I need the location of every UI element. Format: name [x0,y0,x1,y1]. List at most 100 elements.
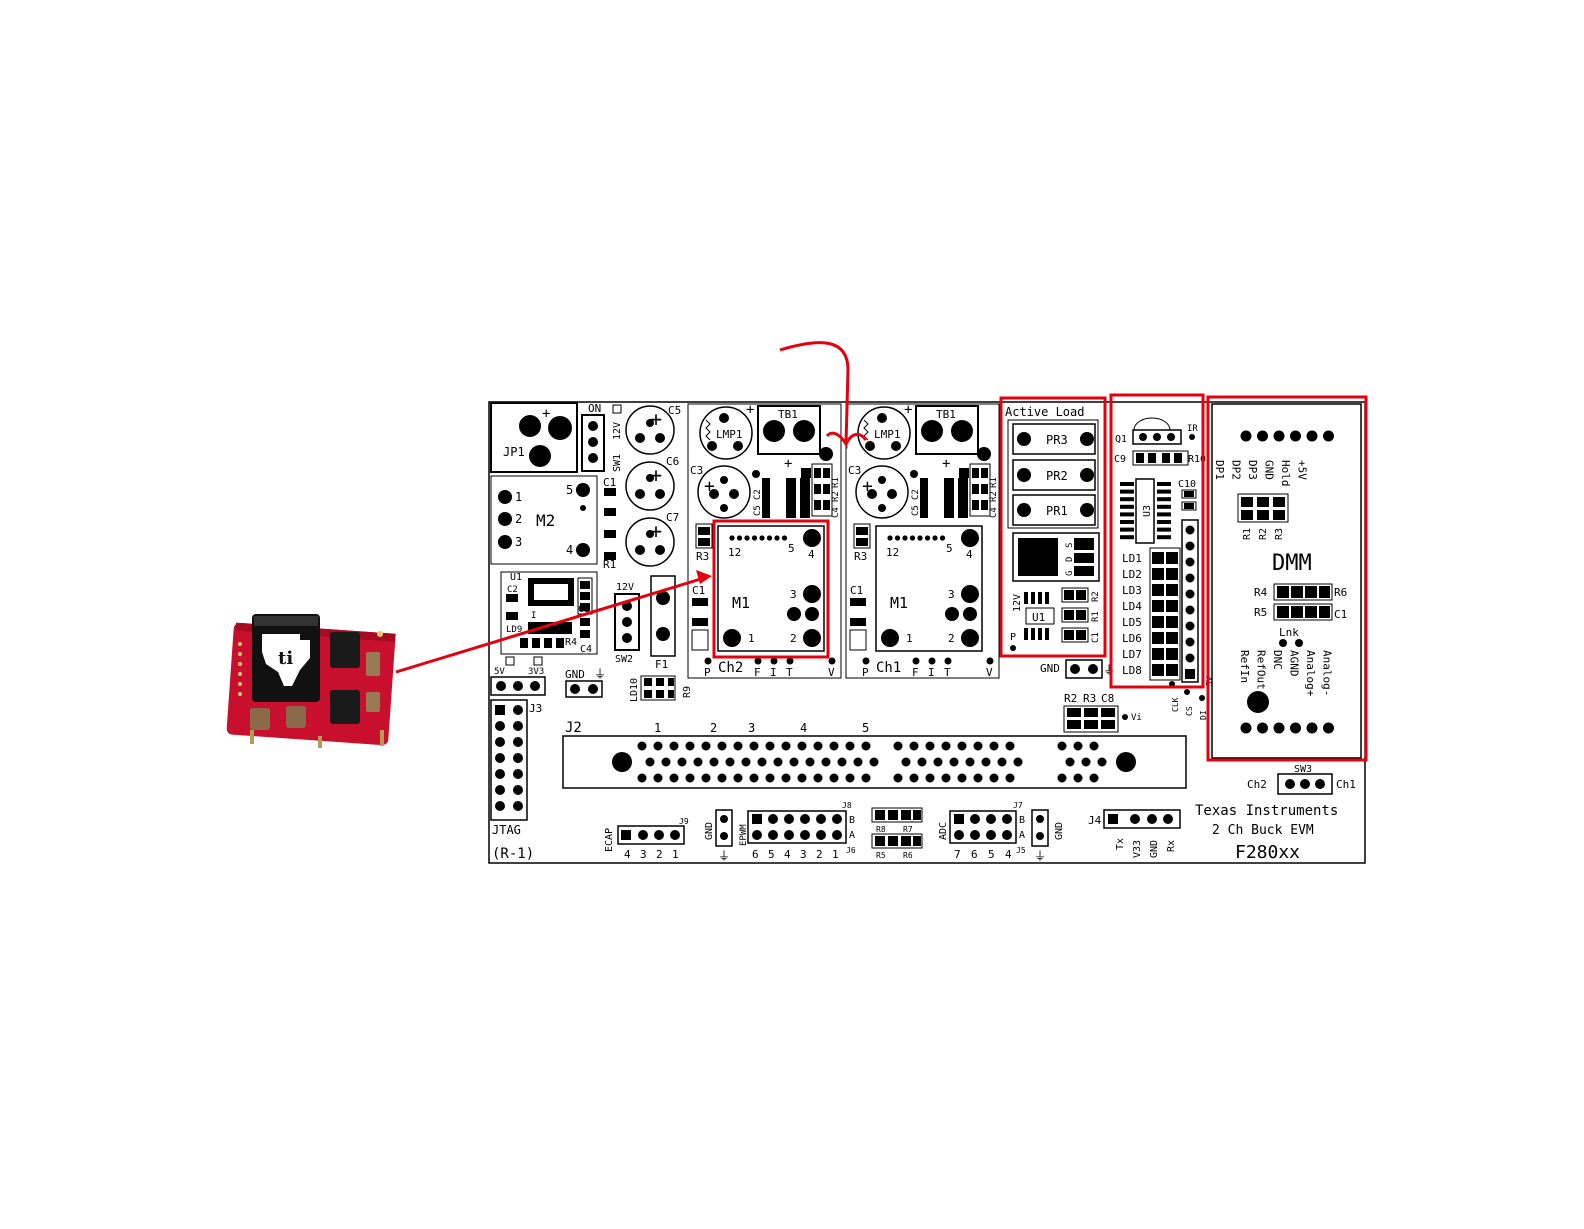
svg-text:+: + [784,456,792,472]
svg-text:C7: C7 [666,511,679,524]
dmm-top-pin-label: DP2 [1230,460,1243,480]
svg-text:I: I [928,666,935,679]
gnd-header-right: GND ⏚ [1040,659,1115,679]
svg-text:2: 2 [948,632,955,645]
svg-text:C5: C5 [668,404,681,417]
arrow-module-to-m1 [395,576,705,674]
svg-text:LMP1: LMP1 [874,428,901,441]
svg-text:ti: ti [278,648,293,669]
power-header: 5V 3V3 [490,656,546,696]
highlight-ch2-module [712,519,830,659]
svg-text:TB1: TB1 [936,408,956,421]
svg-text:J3: J3 [529,702,542,715]
svg-text:I: I [770,666,777,679]
svg-text:P: P [704,666,711,679]
svg-text:CS: CS [1185,706,1194,716]
epwm-pin-number: 1 [832,848,839,861]
dmm-top-pin-label: Hold [1279,460,1292,487]
svg-text:R3: R3 [696,550,709,563]
svg-text:J2: J2 [565,720,582,736]
svg-text:C3: C3 [848,464,861,477]
svg-text:V: V [828,666,835,679]
svg-text:⏚: ⏚ [1034,849,1046,863]
svg-text:3: 3 [515,535,522,549]
epwm-pin-number: 3 [800,848,807,861]
svg-text:J9: J9 [679,817,689,826]
svg-text:C1: C1 [603,476,616,489]
svg-text:B: B [1019,815,1025,826]
svg-text:R3: R3 [1083,692,1096,705]
svg-text:JP1: JP1 [503,445,525,459]
svg-text:4: 4 [808,548,815,561]
led-label: LD6 [1122,632,1142,645]
sw3: SW3 Ch2 Ch1 [1247,764,1356,795]
svg-text:T: T [786,666,793,679]
svg-text:3: 3 [790,588,797,601]
svg-text:M1: M1 [890,594,908,612]
svg-text:Ch2: Ch2 [1247,778,1267,791]
led-u3-block: Q1 IR C9 R10 U3 C10 LD1LD2LD3LD4LD5LD6LD… [1114,417,1214,720]
sw1: ON 12V SW1 [581,402,623,472]
svg-text:⏚: ⏚ [594,667,606,681]
adc-pin-number: 7 [954,848,961,861]
svg-text:R4: R4 [1254,586,1268,599]
dmm-bottom-pin-label: Analog- [1321,650,1334,696]
svg-text:Ch1: Ch1 [1336,778,1356,791]
brand-name: Texas Instruments [1195,803,1338,819]
svg-text:5: 5 [566,483,573,497]
product-name: 2 Ch Buck EVM [1212,823,1314,838]
arrow-heads [696,570,712,584]
svg-text:C4: C4 [580,644,592,655]
svg-text:B: B [849,815,855,826]
led-label: LD8 [1122,664,1142,677]
svg-text:C9: C9 [1114,454,1126,465]
svg-text:SW1: SW1 [612,454,623,472]
svg-text:U1: U1 [1032,611,1045,624]
adc-pin-number: 4 [1005,848,1012,861]
module-photo: ti [226,614,396,748]
j2-pin-number: 2 [710,721,717,735]
svg-text:C4: C4 [831,507,841,518]
svg-text:C5: C5 [911,505,921,516]
svg-text:+: + [704,476,715,497]
gnd-ld10-r9: GND ⏚ LD10 R9 [565,667,693,702]
svg-text:Rx: Rx [1166,840,1177,852]
adc-pin-number: 6 [971,848,978,861]
svg-text:U3: U3 [1142,505,1153,517]
dmm-bottom-pin-label: Analog+ [1304,650,1317,697]
r2-r3-c8: R2 R3 C8 Vi [1063,692,1142,733]
led-label: LD7 [1122,648,1142,661]
svg-text:1: 1 [515,490,522,504]
svg-text:C8: C8 [1101,692,1114,705]
svg-text:PR3: PR3 [1046,433,1068,447]
svg-text:LD9: LD9 [506,625,522,635]
ecap-pin-number: 4 [624,848,631,861]
svg-text:2: 2 [515,512,522,526]
svg-text:R2: R2 [1258,528,1269,540]
svg-text:5V: 5V [494,667,505,677]
highlight-boxes [712,393,1368,762]
svg-text:DI: DI [1199,710,1208,720]
svg-text:C1: C1 [1334,608,1347,621]
dmm-top-pin-label: +5V [1296,460,1309,480]
svg-text:ON: ON [588,402,601,415]
svg-text:GND: GND [1040,662,1060,675]
dmm-top-pin-label: GND [1263,460,1276,480]
caps-c5-c7: + C5 + C6 + C7 [625,404,681,567]
svg-text:R1: R1 [831,477,841,488]
svg-text:R2: R2 [1091,591,1101,602]
svg-text:12V: 12V [612,422,623,440]
svg-text:G: G [1065,571,1075,576]
sw2-f1: 12V SW2 F1 [614,575,676,671]
svg-text:GND: GND [1054,822,1065,840]
active-load-block: Active Load PR3 PR2 PR1 S D G 12V U1 P R… [1005,405,1101,651]
svg-text:+: + [650,463,662,487]
ecap-pin-number: 1 [672,848,679,861]
svg-text:A: A [1019,830,1025,841]
j2-pin-number: 3 [748,721,755,735]
svg-text:1: 1 [748,632,755,645]
svg-text:LD10: LD10 [629,678,640,702]
